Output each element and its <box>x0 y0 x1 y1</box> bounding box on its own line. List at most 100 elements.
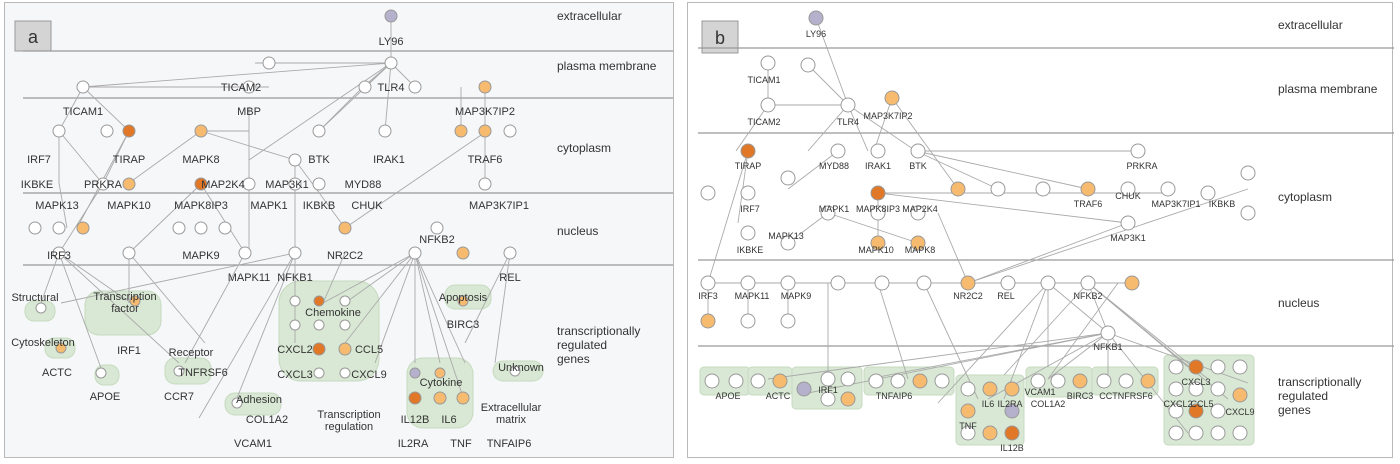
node-label: MAPK10 <box>107 200 150 212</box>
gene-node <box>313 367 325 379</box>
node-label: IKBKB <box>1209 199 1236 209</box>
gene-node <box>288 153 302 167</box>
gene-node <box>408 80 422 94</box>
node-label: CCTNFRSF6 <box>1099 391 1153 401</box>
layer-label-genes: genes <box>557 352 590 366</box>
gene-node <box>1168 381 1184 397</box>
gene-node <box>122 246 136 260</box>
node-label: CCR7 <box>164 391 194 403</box>
gene-node <box>910 205 926 221</box>
gene-node <box>1040 275 1056 291</box>
gene-node <box>1188 359 1204 375</box>
node-label: matrix <box>496 414 526 426</box>
gene-node <box>100 124 114 138</box>
gene-node <box>1030 373 1046 389</box>
gene-node <box>870 235 886 251</box>
node-label: TICAM2 <box>747 117 780 127</box>
gene-node <box>384 56 398 70</box>
node-label: LY96 <box>806 29 826 39</box>
gene-node <box>457 295 469 307</box>
b-layer-plasma-membrane: plasma membrane <box>1278 82 1378 96</box>
node-label: MAPK9 <box>182 250 219 262</box>
node-label: CCL5 <box>355 344 383 356</box>
gene-node <box>1232 359 1248 375</box>
gene-node <box>808 10 824 26</box>
gene-node <box>840 391 856 407</box>
gene-node <box>912 373 928 389</box>
gene-node <box>52 124 66 138</box>
node-label: IKBKE <box>737 245 764 255</box>
gene-node <box>874 275 890 291</box>
gene-node <box>868 373 884 389</box>
gene-node <box>750 373 766 389</box>
gene-node <box>378 124 392 138</box>
gene-node <box>700 185 716 201</box>
gene-node <box>960 425 976 441</box>
node-label: IRF1 <box>818 385 838 395</box>
node-label: MAP3K7IP1 <box>1151 199 1200 209</box>
gene-node <box>478 80 492 94</box>
node-label: MAPK13 <box>35 200 78 212</box>
panel-b-nodes <box>700 10 1256 441</box>
gene-node <box>28 221 42 235</box>
gene-node <box>1210 381 1226 397</box>
gene-node <box>313 319 325 331</box>
gene-node <box>1168 359 1184 375</box>
node-label: TICAM1 <box>63 106 103 118</box>
gene-node <box>454 124 468 138</box>
node-label: TNFRSF6 <box>178 367 228 379</box>
gene-node <box>129 295 141 307</box>
node-label: LY96 <box>379 36 404 48</box>
gene-node <box>478 124 492 138</box>
gene-node <box>76 221 90 235</box>
node-label: MAPK11 <box>735 291 770 301</box>
node-label: Chemokine <box>305 307 361 319</box>
gene-node <box>1160 181 1176 197</box>
gene-node <box>960 403 976 419</box>
node-label: BTK <box>909 161 927 171</box>
node-label: COL1A2 <box>246 414 288 426</box>
gene-node <box>218 221 232 235</box>
gene-node <box>172 221 186 235</box>
node-label: CXCL9 <box>1225 407 1254 417</box>
node-label: MAP3K1 <box>1110 233 1146 243</box>
b-layer-cytoplasm: cytoplasm <box>1278 190 1332 204</box>
gene-node <box>1000 275 1016 291</box>
node-label: CXCL2 <box>1163 399 1192 409</box>
gene-node <box>1124 275 1140 291</box>
gene-node <box>982 381 998 397</box>
gene-node <box>96 177 110 191</box>
panel-a-diagram: a extracellular plasma membrane cytoplas… <box>11 9 673 450</box>
gene-node <box>1080 181 1096 197</box>
gene-node <box>840 371 856 387</box>
node-label: MAPK8IP3 <box>174 200 228 212</box>
gene-node <box>122 177 136 191</box>
node-label: regulation <box>325 421 373 433</box>
gene-node <box>339 367 351 379</box>
node-label: IRAK1 <box>373 154 405 166</box>
gene-node <box>772 373 788 389</box>
panel-a-nodes <box>28 9 521 409</box>
node-label: IRF7 <box>740 204 760 214</box>
gene-node <box>740 225 756 241</box>
node-label: IL6 <box>982 399 995 409</box>
gene-node <box>262 56 276 70</box>
gene-node <box>194 221 208 235</box>
gene-node <box>780 313 796 329</box>
gene-node <box>1096 373 1112 389</box>
gene-node <box>430 221 444 235</box>
gene-node <box>433 391 447 405</box>
gene-node <box>740 275 756 291</box>
gene-node <box>780 275 796 291</box>
layer-label-cytoplasm: cytoplasm <box>557 141 611 155</box>
gene-node <box>1210 425 1226 441</box>
node-label: MAPK13 <box>768 231 804 241</box>
gene-node <box>870 143 886 159</box>
gene-node <box>800 57 816 73</box>
node-label: APOE <box>90 391 121 403</box>
gene-node <box>288 246 302 260</box>
gene-node <box>884 90 900 106</box>
node-label: CXCL2 <box>277 344 312 356</box>
gene-node <box>990 181 1006 197</box>
node-label: factor <box>111 303 139 315</box>
